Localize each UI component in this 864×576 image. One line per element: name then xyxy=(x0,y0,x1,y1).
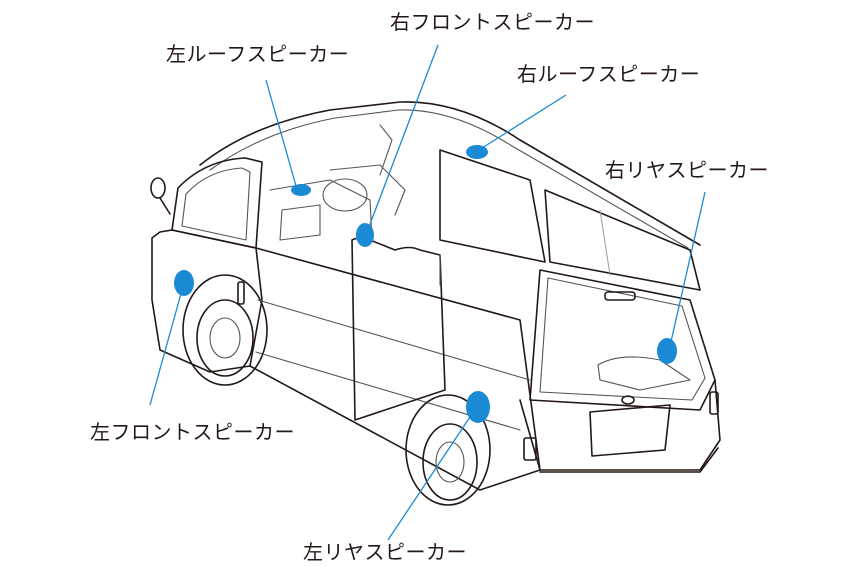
speaker-left-front-dot xyxy=(174,270,194,296)
leader-right-front xyxy=(366,44,439,233)
speaker-left-roof-dot xyxy=(291,184,311,196)
label-left-roof-speaker: 左ルーフスピーカー xyxy=(166,42,350,66)
leader-right-rear xyxy=(669,191,706,347)
front-wheel xyxy=(196,299,254,377)
side-window-rear xyxy=(544,189,701,291)
speaker-right-rear-dot xyxy=(657,338,677,364)
roof-inner xyxy=(209,109,689,249)
leader-left-rear xyxy=(387,413,473,541)
speaker-left-rear-dot xyxy=(466,391,490,423)
speaker-right-roof-dot xyxy=(466,145,488,159)
label-left-front-speaker: 左フロントスピーカー xyxy=(90,420,295,444)
rear-light-left xyxy=(523,437,537,461)
leader-right-roof xyxy=(481,94,567,149)
roof-outline xyxy=(199,101,701,246)
side-window-mid xyxy=(439,149,546,263)
rear-wheel-arch xyxy=(405,394,491,506)
label-right-front-speaker: 右フロントスピーカー xyxy=(390,10,595,34)
license-plate xyxy=(589,404,671,457)
label-right-roof-speaker: 右ルーフスピーカー xyxy=(517,62,701,86)
side-mirror xyxy=(150,177,166,199)
leader-left-roof xyxy=(265,79,297,187)
rear-opening xyxy=(529,269,716,411)
rear-body xyxy=(519,379,721,471)
windshield xyxy=(171,157,263,249)
rear-wheel xyxy=(422,423,478,501)
label-left-rear-speaker: 左リヤスピーカー xyxy=(303,540,467,564)
front-wheel-arch xyxy=(182,274,268,386)
label-right-rear-speaker: 右リヤスピーカー xyxy=(605,158,769,182)
front-body xyxy=(151,229,263,373)
rear-light-right xyxy=(709,391,719,415)
leader-left-front xyxy=(149,289,183,406)
speaker-right-front-dot xyxy=(356,223,374,247)
